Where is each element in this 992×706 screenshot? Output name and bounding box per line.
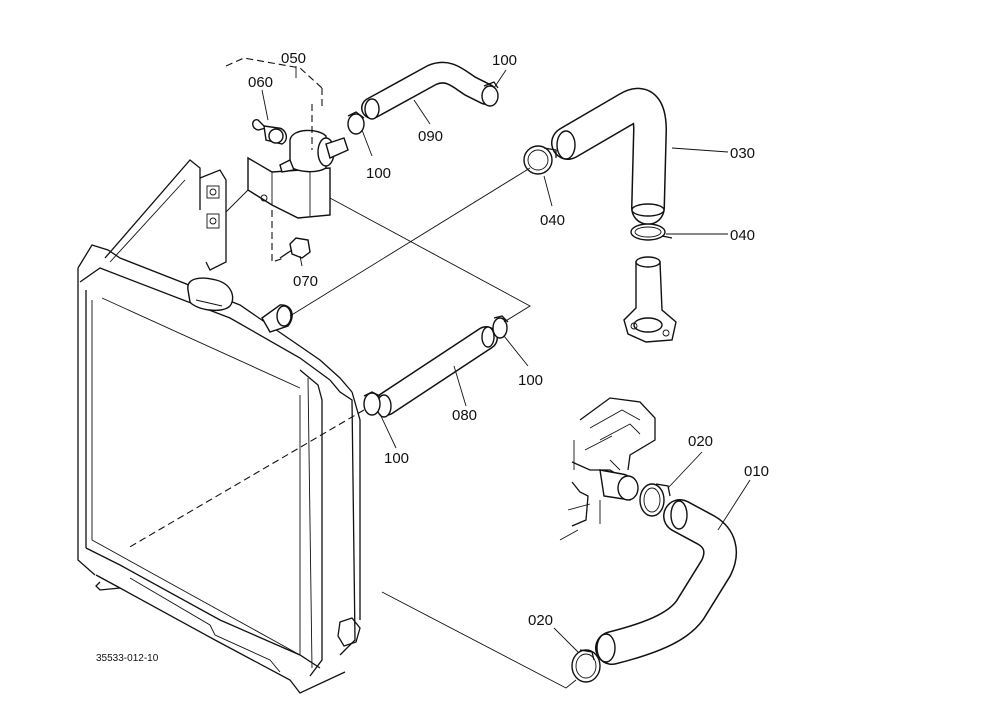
clamp-020-upper [639,483,671,517]
assembly-lines [127,57,577,689]
label-090: 090 [418,128,443,145]
clamp-100-top-left [347,111,365,135]
label-060: 060 [248,74,273,91]
label-100-mid-right: 100 [518,372,543,389]
label-040-upper: 040 [540,212,565,229]
hose-010 [595,499,738,665]
clamp-100-mid-left [363,391,381,416]
label-100-top-left: 100 [366,165,391,182]
label-040-lower: 040 [730,227,755,244]
hose-080 [374,326,498,418]
clamp-040-upper [523,145,557,175]
leader-lines [261,66,751,653]
water-flange [623,256,677,343]
clamp-040-lower [630,223,673,241]
label-080: 080 [452,407,477,424]
clamp-100-top-right [481,81,499,107]
label-020-upper: 020 [688,433,713,450]
clamps [347,81,673,683]
clamp-100-mid-right [492,315,509,339]
part-labels: 050 060 100 090 100 030 040 040 070 100 … [96,50,769,664]
label-010: 010 [744,463,769,480]
label-050: 050 [281,50,306,67]
label-070: 070 [293,273,318,290]
label-100-mid-left: 100 [384,450,409,467]
label-100-top-right: 100 [492,52,517,69]
label-030: 030 [730,145,755,162]
label-020-lower: 020 [528,612,553,629]
reserve-tank-bracket [225,119,349,259]
hose-090 [361,61,497,120]
water-pump [559,397,656,541]
hose-030 [551,87,667,225]
clamp-020-lower [571,649,601,683]
drawing-code: 35533-012-10 [96,653,159,664]
radiator [77,159,361,694]
